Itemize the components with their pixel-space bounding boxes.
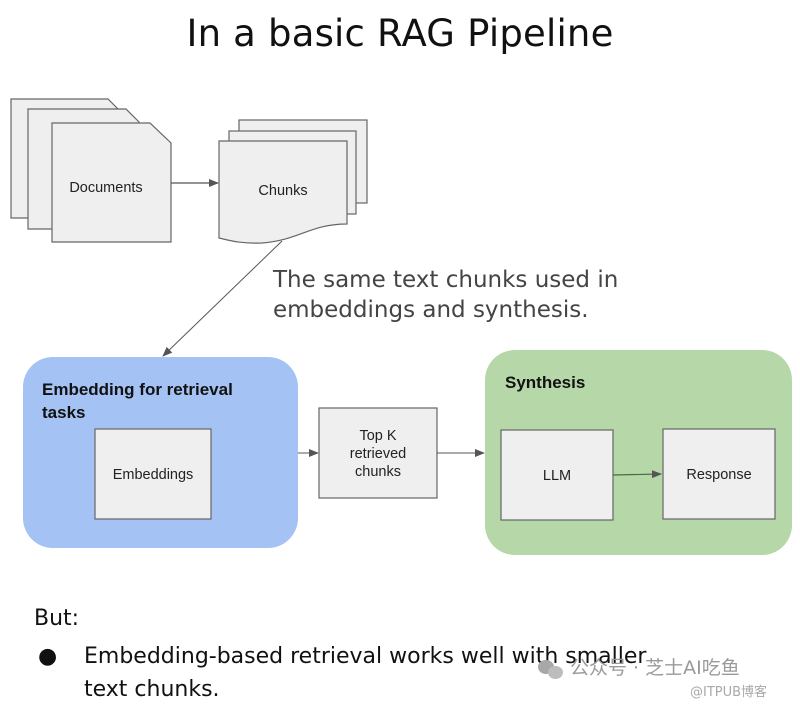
- embedding-group: Embedding for retrieval tasks Embeddings: [23, 357, 298, 548]
- synthesis-group-title: Synthesis: [505, 373, 585, 392]
- chunks-label: Chunks: [258, 183, 307, 199]
- llm-node: [500, 429, 614, 521]
- documents-label: Documents: [69, 180, 142, 196]
- slide-title: In a basic RAG Pipeline: [186, 12, 614, 55]
- watermark-site: @ITPUB博客: [690, 685, 768, 700]
- topk-label-line2: retrieved: [350, 446, 406, 462]
- embedding-group-title-line2: tasks: [42, 403, 85, 422]
- response-node: [662, 428, 776, 520]
- arrow-llm-to-response: [612, 470, 662, 479]
- footer-lead: But:: [34, 606, 80, 631]
- embeddings-label: Embeddings: [113, 467, 194, 483]
- synthesis-group: Synthesis LLM Response: [485, 350, 792, 555]
- topk-label-line3: chunks: [355, 464, 401, 480]
- chunks-node: Chunks: [218, 119, 368, 244]
- topk-node: Top K retrieved chunks: [318, 407, 438, 499]
- embedding-group-title-line1: Embedding for retrieval: [42, 380, 233, 399]
- documents-node: Documents: [10, 98, 172, 243]
- embeddings-node: [94, 428, 212, 520]
- watermark-channel: 公众号 · 芝士AI吃鱼: [538, 653, 740, 680]
- llm-label: LLM: [543, 468, 571, 484]
- bullet-icon: ●: [38, 644, 58, 669]
- watermark-channel-text: 公众号 · 芝士AI吃鱼: [570, 657, 740, 679]
- wechat-icon: [538, 659, 564, 679]
- arrow-chunks-to-embedding: [162, 240, 283, 357]
- response-label: Response: [686, 467, 751, 483]
- topk-label-line1: Top K: [359, 428, 396, 444]
- annotation-text: The same text chunks used in embeddings …: [273, 267, 619, 323]
